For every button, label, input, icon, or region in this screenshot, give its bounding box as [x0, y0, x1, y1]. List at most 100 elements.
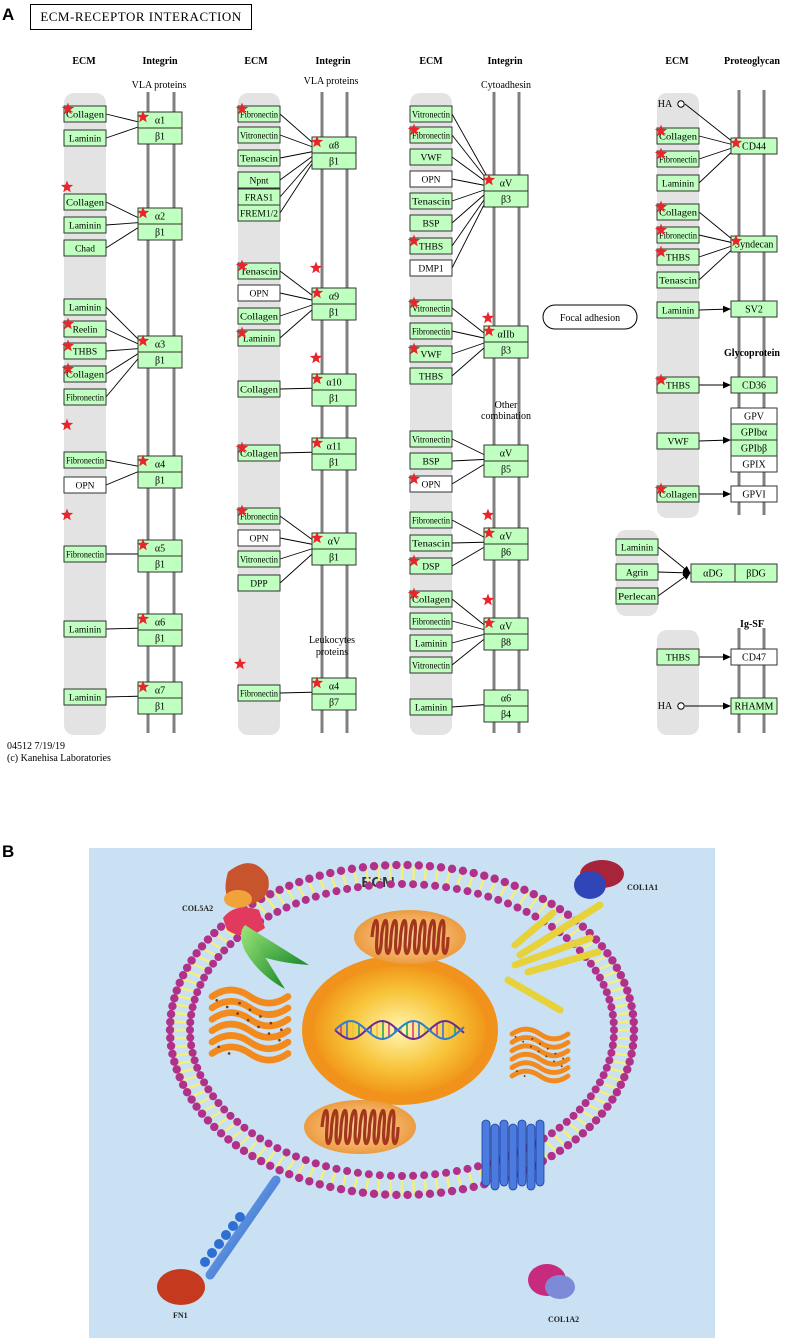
lipid-tail	[170, 1036, 191, 1040]
lipid-head	[353, 1168, 362, 1177]
pathway-title: ECM-RECEPTOR INTERACTION	[30, 4, 252, 30]
lipid-head	[204, 966, 213, 975]
lipid-head	[193, 988, 202, 997]
golgi-cisterna	[208, 1020, 292, 1041]
lipid-tail	[194, 1095, 214, 1106]
ligand-46-label: OPN	[421, 480, 440, 490]
lipid-head	[165, 1025, 175, 1035]
ligand-star-42	[407, 342, 421, 355]
lipid-tail	[466, 872, 475, 892]
receptor-3-label: CD36	[742, 380, 766, 391]
lipid-tail	[171, 1011, 192, 1016]
lipid-tail	[174, 1059, 195, 1066]
ligand-dot	[677, 100, 685, 108]
lipid-head	[343, 1167, 352, 1176]
ligand-star-8	[61, 362, 75, 375]
lipid-tail	[595, 961, 615, 972]
ligand-35-label: OPN	[421, 175, 440, 185]
lipid-head	[200, 973, 209, 982]
lipid-tail	[388, 865, 393, 885]
ligand-53-label: Vitronectin	[412, 661, 450, 671]
ligand-48	[409, 534, 453, 552]
sublabel-0: VLA proteins	[132, 80, 187, 91]
lipid-tail	[264, 895, 279, 913]
lipid-tail	[572, 932, 591, 946]
ligand-8	[63, 365, 107, 383]
column-header-4: ECM	[419, 56, 443, 67]
lipid-head	[463, 1164, 472, 1173]
lipid-head	[375, 880, 384, 889]
lipid-head	[175, 978, 184, 988]
golgi-dot	[539, 1042, 541, 1045]
lipid-head	[182, 1088, 192, 1097]
ligand-28-label: OPN	[249, 534, 268, 544]
ligand-43	[409, 367, 453, 385]
ligand-29	[237, 550, 281, 568]
ligand-1	[63, 129, 107, 147]
lipid-head	[186, 1018, 195, 1027]
lipid-head	[256, 894, 266, 904]
lipid-head	[625, 994, 634, 1003]
lipid-head	[266, 1161, 275, 1170]
lipid-head	[188, 1048, 197, 1057]
ligand-70-label: THBS	[666, 653, 690, 663]
integrin-alpha-6-label: α7	[155, 685, 165, 696]
integrin-star-16	[482, 526, 496, 539]
lipid-head	[591, 1116, 601, 1125]
lipid-tail	[181, 977, 201, 987]
ligand-star-49	[407, 554, 421, 567]
lipid-head	[336, 866, 346, 875]
ligand-52	[409, 634, 453, 652]
lipid-head	[581, 953, 590, 961]
lipid-head	[264, 912, 273, 921]
lipid-head	[192, 949, 201, 958]
lipid-tail	[558, 918, 576, 934]
lipid-head	[513, 1148, 522, 1157]
lipid-head	[204, 1085, 213, 1094]
col1a2-barrel-segment	[499, 1119, 509, 1187]
lipid-head	[196, 1071, 205, 1080]
ligand-14	[63, 688, 107, 706]
integrin-beta-4-label: β1	[155, 559, 165, 570]
ligand-51	[409, 612, 453, 630]
lipid-head	[248, 899, 257, 909]
lipid-head	[538, 894, 548, 904]
lipid-tail	[612, 1011, 633, 1016]
ligand-68-label: Agrin	[626, 568, 648, 578]
lipid-head	[285, 1170, 294, 1179]
lipid-head	[425, 1189, 435, 1198]
footer-copyright: (c) Kanehisa Laboratories	[7, 753, 111, 764]
ligand-star-40	[407, 296, 421, 309]
ligand-36	[409, 192, 453, 210]
loose-star-8	[481, 593, 495, 606]
ligand-33-label: Fibronectin	[412, 131, 450, 141]
interaction-arrow	[698, 305, 731, 313]
ligand-31	[237, 684, 281, 702]
lipid-head	[620, 1072, 629, 1082]
receptor-2	[730, 300, 778, 318]
lipid-head	[608, 1041, 617, 1050]
lipid-head	[178, 1080, 188, 1089]
dna-strand	[334, 1019, 465, 1041]
lipid-head	[170, 994, 179, 1003]
ligand-31-label: Fibronectin	[240, 689, 278, 699]
integrin-beta-15	[483, 460, 529, 478]
lipid-tail	[542, 1137, 559, 1154]
lipid-tail	[295, 882, 307, 901]
lipid-head	[256, 1156, 266, 1166]
lipid-head	[473, 889, 482, 898]
lipid-head	[311, 892, 320, 901]
lipid-head	[248, 922, 257, 931]
integrin-star-17	[482, 616, 496, 629]
lipid-head	[563, 910, 573, 919]
lipid-tail	[506, 886, 520, 905]
lipid-head	[607, 1048, 616, 1057]
lipid-head	[197, 1109, 207, 1118]
lipid-tail	[352, 1172, 360, 1192]
ligand-34	[409, 148, 453, 166]
integrin-star-6	[136, 680, 150, 693]
col1a1-protein	[580, 860, 624, 888]
integrin-beta-2	[137, 351, 183, 369]
ligand-10	[63, 451, 107, 469]
receptor-9-label: αDG	[703, 568, 723, 579]
